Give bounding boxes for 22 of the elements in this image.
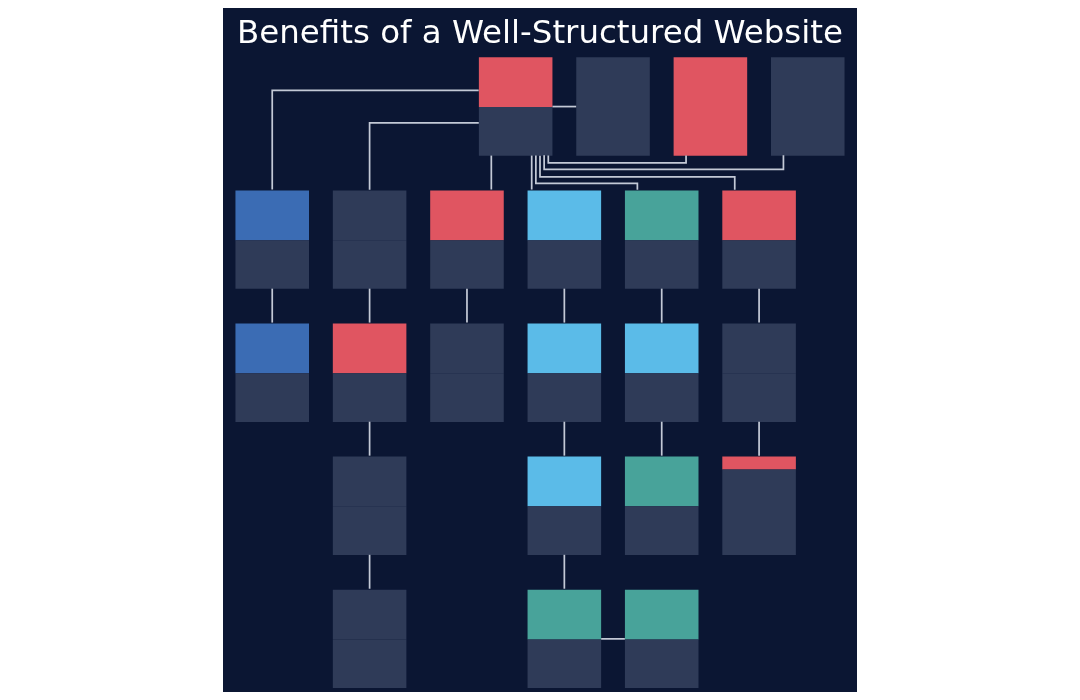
connector <box>368 121 480 191</box>
connector <box>530 154 533 191</box>
connector <box>368 553 371 590</box>
connector <box>563 420 566 457</box>
connector <box>271 89 480 191</box>
connector <box>466 287 468 324</box>
connector <box>539 154 736 191</box>
connector <box>563 553 566 590</box>
connector <box>563 287 566 324</box>
connector <box>535 154 639 191</box>
connector <box>660 287 663 324</box>
connector <box>660 420 663 457</box>
connector <box>600 638 626 640</box>
diagram-title: Benefits of a Well-Structured Website <box>237 12 843 51</box>
connector <box>368 420 371 457</box>
connector <box>547 154 687 164</box>
connector <box>368 287 371 324</box>
connector <box>490 154 493 191</box>
connector <box>758 287 760 324</box>
connector <box>551 105 578 108</box>
connector <box>271 287 274 324</box>
connector <box>758 420 760 457</box>
